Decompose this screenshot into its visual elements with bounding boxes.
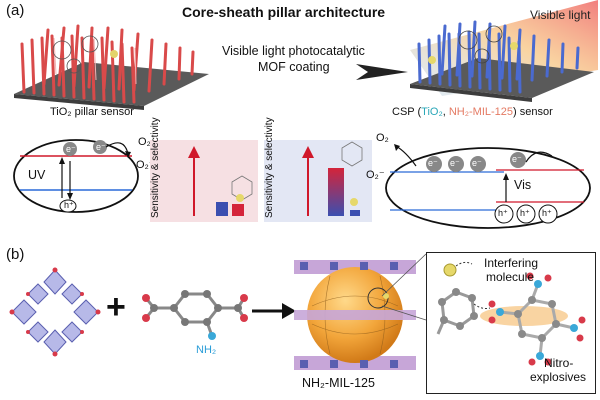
uv-label: UV (28, 168, 46, 182)
nitro-label-1: Nitro- (544, 356, 574, 370)
uv-hole: h⁺ (64, 200, 74, 210)
panel-b-label: (b) (6, 246, 25, 263)
interfering-label-1: Interfering (484, 256, 539, 270)
panel-a-title: Core-sheath pillar architecture (182, 4, 386, 20)
vis-hole-2: h⁺ (520, 208, 530, 218)
uv-band-diagram (13, 139, 139, 213)
vis-band-diagram (385, 144, 591, 229)
ti-oxo-cluster-illustration (9, 267, 101, 357)
csp-sep: , (442, 106, 449, 118)
uv-o2-minus: O₂⁻ (136, 159, 155, 171)
csp-mof: NH₂-MIL-125 (448, 106, 514, 118)
uv-electron-1: e⁻ (66, 144, 76, 154)
vis-electron-3: e⁻ (472, 158, 482, 168)
interfering-label-2: molecule (486, 270, 535, 284)
tio2-pillar-illustration (14, 24, 209, 110)
vis-electron-1: e⁻ (428, 158, 438, 168)
csp-sensor-label: CSP (TiO₂, NH₂-MIL-125) sensor (392, 106, 553, 118)
csp-sensitivity-chart (264, 140, 372, 222)
linker-molecule-illustration (142, 290, 248, 340)
csp-prefix: CSP ( (392, 106, 422, 118)
mof-label: NH₂-MIL-125 (302, 376, 375, 390)
vis-electron-2: e⁻ (450, 158, 460, 168)
uv-o2: O₂ (138, 136, 151, 148)
vis-electron-4: e⁻ (512, 154, 522, 164)
mof-sphere-illustration (294, 260, 416, 370)
csp-suffix: ) sensor (513, 106, 553, 118)
visible-light-label: Visible light (530, 8, 591, 22)
tio2-sensitivity-axis: Sensitivity & selectivity (150, 117, 161, 218)
plus-sign: + (106, 288, 126, 326)
synthesis-arrow-icon (252, 303, 296, 319)
vis-label: Vis (514, 178, 532, 192)
vis-o2: O₂ (376, 132, 389, 144)
csp-sensitivity-axis: Sensitivity & selectivity (264, 117, 275, 218)
csp-tio2: TiO₂ (421, 106, 443, 118)
panel-a-label: (a) (6, 2, 25, 19)
coating-text-2: MOF coating (258, 60, 330, 74)
right-arrow-icon (356, 64, 408, 80)
inset-molecules (436, 261, 586, 366)
vis-hole-1: h⁺ (498, 208, 508, 218)
nh2-label: NH₂ (196, 344, 217, 356)
tio2-sensor-label: TiO₂ pillar sensor (50, 106, 134, 118)
tio2-sensitivity-chart (150, 140, 258, 222)
vis-hole-3: h⁺ (542, 208, 552, 218)
csp-pillar-illustration (410, 0, 598, 102)
zoom-lines (381, 253, 427, 321)
uv-electron-2: e⁻ (96, 142, 106, 152)
nitro-label-2: explosives (530, 370, 587, 384)
coating-text-1: Visible light photocatalytic (222, 44, 365, 58)
vis-o2-minus: O₂⁻ (366, 169, 385, 181)
